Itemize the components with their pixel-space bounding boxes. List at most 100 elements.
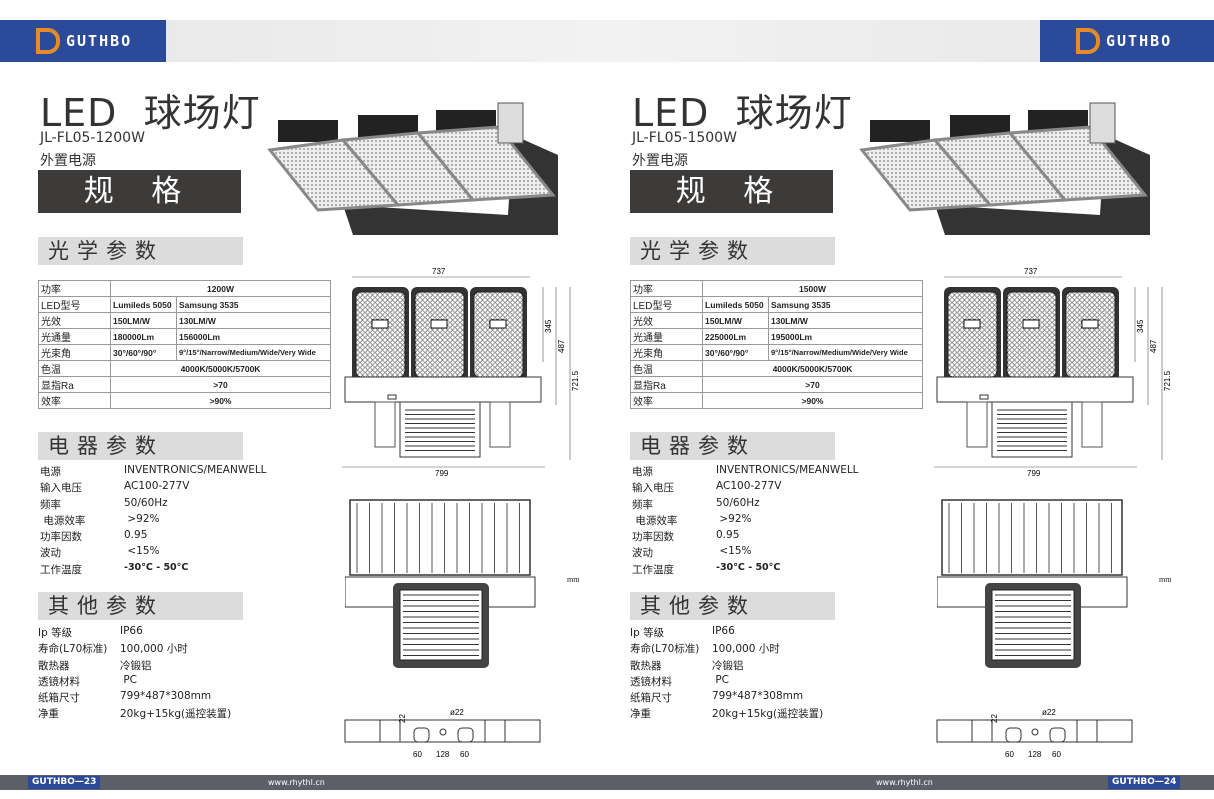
list-item: 散热器 冷锻铝: [630, 658, 870, 674]
item-value: -30°C - 50°C: [716, 561, 781, 573]
item-label: 透镜材料: [38, 675, 80, 688]
electrical-section-title: 电器参数: [630, 432, 835, 460]
dim-hole: ø22: [450, 708, 464, 717]
item-label: 工作温度: [40, 563, 82, 576]
spec-value: 130LM/W: [768, 312, 923, 329]
dim-799: 799: [1027, 469, 1041, 478]
spec-value: 9°/15°/Narrow/Medium/Wide/Very Wide: [176, 344, 331, 361]
spec-table-row: 显指Ra>70: [630, 376, 923, 393]
item-value: 冷锻铝: [712, 659, 744, 672]
item-label: 纸箱尺寸: [630, 692, 672, 705]
model-number: JL-FL05-1500W: [632, 130, 737, 146]
item-value: >92%: [716, 512, 752, 525]
item-label: 功率因数: [40, 531, 82, 544]
electrical-section-title: 电器参数: [38, 432, 243, 460]
brand-logo-right: GUTHBO: [1040, 20, 1214, 62]
header-bar: [0, 20, 1214, 62]
units-label: mm: [1159, 575, 1172, 584]
page-number-left: GUTHBO—23: [28, 776, 101, 789]
item-value: 100,000 小时: [712, 643, 780, 656]
footer-bar: [0, 775, 1214, 790]
spec-value: 150LM/W: [702, 312, 769, 329]
item-value: AC100-277V: [716, 480, 782, 493]
dim-345: 345: [1136, 319, 1145, 333]
list-item: 透镜材料 PC: [630, 674, 870, 690]
item-value: PC: [712, 673, 730, 686]
spec-label: 效率: [38, 392, 111, 409]
spec-value: 4000K/5000K/5700K: [110, 360, 331, 377]
spec-label: 光通量: [38, 328, 111, 345]
dim-799: 799: [435, 469, 449, 478]
list-item: Ip 等级 IP66: [38, 625, 278, 641]
item-label: 散热器: [38, 659, 70, 672]
product-photo: [258, 95, 563, 245]
lamp-module: [1062, 287, 1119, 382]
lamp-module: [411, 287, 468, 382]
item-label: 频率: [40, 498, 61, 511]
page-number-right: GUTHBO—24: [1108, 776, 1181, 789]
spec-label: 显指Ra: [38, 376, 111, 393]
item-label: Ip 等级: [38, 627, 73, 639]
logo-mark-icon: [1076, 28, 1100, 54]
item-label: 电源: [40, 466, 61, 478]
item-label: 功率因数: [632, 531, 674, 544]
item-value: 799*487*308mm: [120, 690, 212, 703]
item-value: 799*487*308mm: [712, 690, 804, 703]
other-section-title: 其他参数: [38, 592, 243, 620]
item-value: 50/60Hz: [124, 496, 168, 509]
dim-128: 128: [436, 750, 450, 759]
spec-table-row: 效率>90%: [630, 392, 923, 409]
item-label: 净重: [630, 708, 651, 721]
item-label: 散热器: [630, 659, 662, 672]
item-value: <15%: [716, 545, 752, 558]
spec-label: 光束角: [38, 344, 111, 361]
spec-value: 30°/60°/90°: [702, 344, 769, 361]
spec-label: 效率: [630, 392, 703, 409]
item-label: 输入电压: [40, 482, 82, 495]
spec-value: >90%: [702, 392, 923, 409]
item-label: 电源: [632, 466, 653, 478]
dim-60a: 60: [413, 750, 422, 759]
lamp-module: [1003, 287, 1060, 382]
spec-value: >70: [110, 376, 331, 393]
brand-logo-left: GUTHBO: [0, 20, 166, 62]
item-value: IP66: [120, 625, 143, 637]
spec-table-row: 效率>90%: [38, 392, 331, 409]
item-value: >92%: [124, 512, 160, 525]
spec-value: 156000Lm: [176, 328, 331, 345]
units-label: mm: [567, 575, 580, 584]
list-item: 电源效率 >92%: [632, 513, 872, 529]
list-item: 波动 <15%: [40, 545, 280, 561]
lamp-module: [944, 287, 1001, 382]
item-label: 净重: [38, 708, 59, 721]
lamp-module: [470, 287, 527, 382]
dim-60a: 60: [1005, 750, 1014, 759]
list-item: 工作温度-30°C - 50°C: [40, 562, 280, 578]
power-supply-note: 外置电源: [632, 153, 688, 169]
spec-value: Lumileds 5050: [702, 296, 769, 313]
model-number: JL-FL05-1200W: [40, 130, 145, 146]
dim-60b: 60: [1052, 750, 1061, 759]
item-value: 0.95: [716, 529, 740, 542]
spec-value: 225000Lm: [702, 328, 769, 345]
spec-value: 1200W: [110, 280, 331, 297]
logo-mark-icon: [36, 28, 60, 54]
